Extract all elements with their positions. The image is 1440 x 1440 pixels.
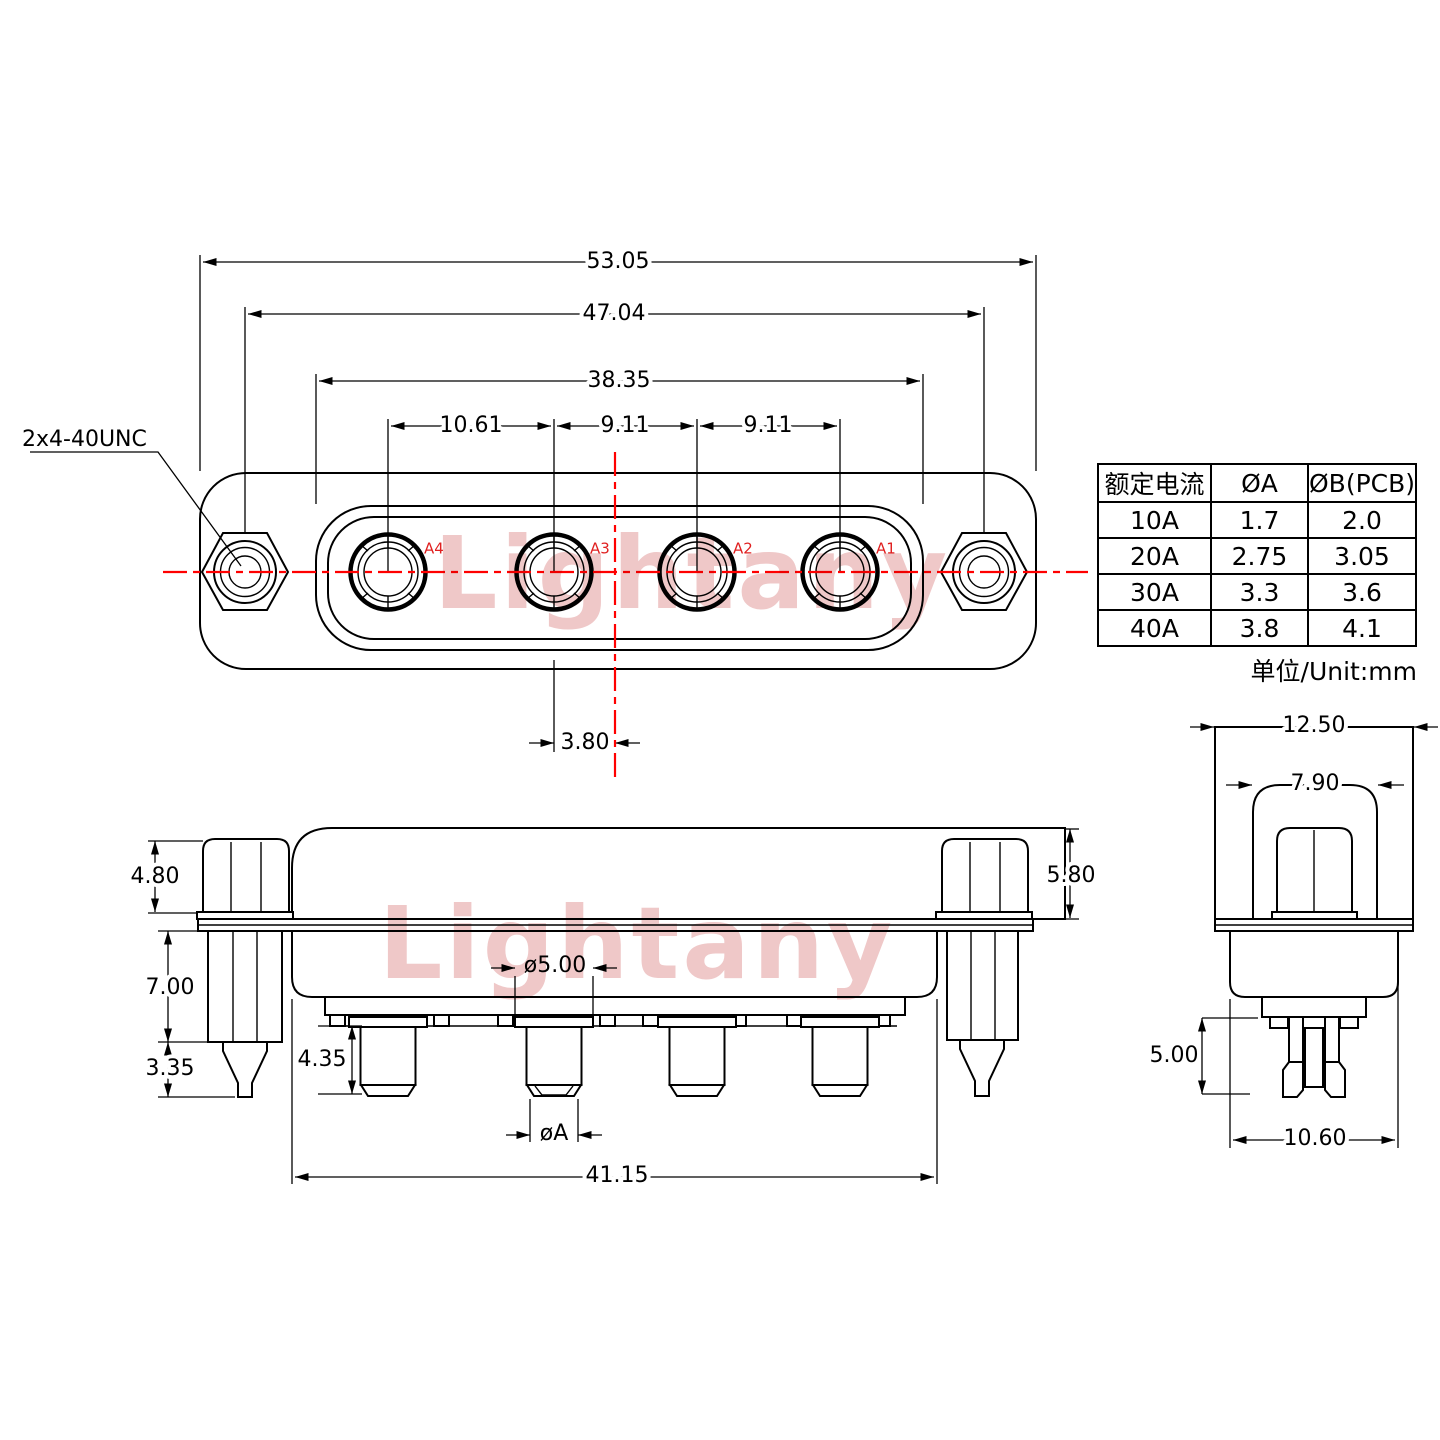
dim-center-offset: 3.80 bbox=[561, 730, 610, 755]
pin-end-section bbox=[1282, 1016, 1346, 1098]
dim-body-width: 10.60 bbox=[1284, 1126, 1347, 1151]
pin-a2-side bbox=[657, 1016, 737, 1097]
dim-housing-height: 5.80 bbox=[1047, 863, 1096, 888]
washer-left bbox=[196, 911, 294, 920]
pin-a3-side bbox=[514, 1016, 594, 1097]
label-a3: A3 bbox=[590, 540, 610, 558]
dim-pitch-a2-a1: 9.11 bbox=[744, 413, 793, 438]
dimension-labels: 53.05 47.04 38.35 10.61 9.11 9.11 3.80 2… bbox=[18, 245, 1350, 1192]
dim-pin-dia: øA bbox=[540, 1121, 569, 1146]
body-end bbox=[1229, 930, 1399, 998]
dim-standoff-length: 7.00 bbox=[146, 975, 195, 1000]
centerlines bbox=[163, 452, 1088, 778]
dshell-outer bbox=[315, 505, 924, 651]
spec-header-dia-a: ØA bbox=[1210, 463, 1309, 503]
hex-nut-end bbox=[1276, 827, 1353, 913]
jackscrew-left bbox=[207, 930, 283, 1098]
dimension-lines bbox=[30, 255, 1438, 1184]
front-housing bbox=[291, 827, 1066, 920]
hex-nut-left bbox=[202, 838, 290, 913]
spec-cell: 1.7 bbox=[1210, 501, 1309, 539]
dim-pitch-a4-a3: 10.61 bbox=[440, 413, 503, 438]
hex-nut-right bbox=[941, 838, 1029, 913]
dim-jackscrew-tip: 3.35 bbox=[146, 1056, 195, 1081]
spec-cell: 3.3 bbox=[1210, 573, 1309, 611]
table-row: 20A 2.75 3.05 bbox=[1097, 537, 1418, 575]
spec-table: 额定电流 ØA ØB(PCB) 10A 1.7 2.0 20A 2.75 3.0… bbox=[1097, 463, 1418, 647]
spec-cell: 20A bbox=[1097, 537, 1212, 575]
dim-shoulder-dia: ø5.00 bbox=[524, 953, 586, 978]
watermark-bottom: Lightany bbox=[379, 885, 895, 1002]
pin-a4-side bbox=[348, 1016, 428, 1097]
watermarks: Lightany Lightany bbox=[379, 515, 950, 1002]
spec-cell: 4.1 bbox=[1306, 609, 1418, 647]
dim-pin-protrusion-side: 4.35 bbox=[298, 1047, 347, 1072]
table-row: 10A 1.7 2.0 bbox=[1097, 501, 1418, 539]
dim-pitch-a3-a2: 9.11 bbox=[601, 413, 650, 438]
washer-end bbox=[1271, 911, 1358, 920]
insulator-end bbox=[1261, 997, 1367, 1018]
dshell-inner bbox=[327, 516, 912, 640]
spec-cell: 10A bbox=[1097, 501, 1212, 539]
spec-header-current: 额定电流 bbox=[1097, 463, 1212, 503]
jackscrew-right bbox=[946, 930, 1019, 1097]
spec-cell: 3.05 bbox=[1306, 537, 1418, 575]
contact-labels: A4 A3 A2 A1 bbox=[424, 540, 896, 558]
table-row: 40A 3.8 4.1 bbox=[1097, 609, 1418, 647]
thread-leader bbox=[30, 451, 242, 567]
label-a4: A4 bbox=[424, 540, 444, 558]
dim-flange-width: 12.50 bbox=[1283, 713, 1346, 738]
dim-pin-protrusion-end: 5.00 bbox=[1150, 1043, 1199, 1068]
end-view bbox=[1214, 726, 1414, 1098]
label-a1: A1 bbox=[876, 540, 896, 558]
spec-header-dia-b: ØB(PCB) bbox=[1306, 463, 1418, 503]
watermark-top: Lightany bbox=[434, 515, 950, 632]
dim-shell-width: 38.35 bbox=[588, 368, 651, 393]
spec-cell: 2.0 bbox=[1306, 501, 1418, 539]
dim-insulator-length: 41.15 bbox=[586, 1163, 649, 1188]
table-row: 30A 3.3 3.6 bbox=[1097, 573, 1418, 611]
unit-note: 单位/Unit:mm bbox=[1250, 657, 1417, 686]
dim-nut-height: 4.80 bbox=[131, 864, 180, 889]
rear-insulator-body bbox=[291, 930, 938, 998]
solder-pins bbox=[348, 1016, 880, 1097]
side-view bbox=[196, 827, 1066, 1098]
spec-cell: 3.6 bbox=[1306, 573, 1418, 611]
spec-cell: 2.75 bbox=[1210, 537, 1309, 575]
dim-bracket-width: 7.90 bbox=[1291, 771, 1340, 796]
label-a2: A2 bbox=[733, 540, 753, 558]
pin-a1-side bbox=[800, 1016, 880, 1097]
bracket bbox=[1252, 784, 1378, 919]
thread-spec-label: 2x4-40UNC bbox=[22, 427, 147, 452]
dim-overall-width: 53.05 bbox=[587, 249, 650, 274]
insulator-tabs bbox=[329, 1014, 891, 1027]
dim-mount-spacing: 47.04 bbox=[583, 301, 646, 326]
washer-right bbox=[935, 911, 1033, 920]
spec-cell: 30A bbox=[1097, 573, 1212, 611]
spec-cell: 3.8 bbox=[1210, 609, 1309, 647]
spec-cell: 40A bbox=[1097, 609, 1212, 647]
